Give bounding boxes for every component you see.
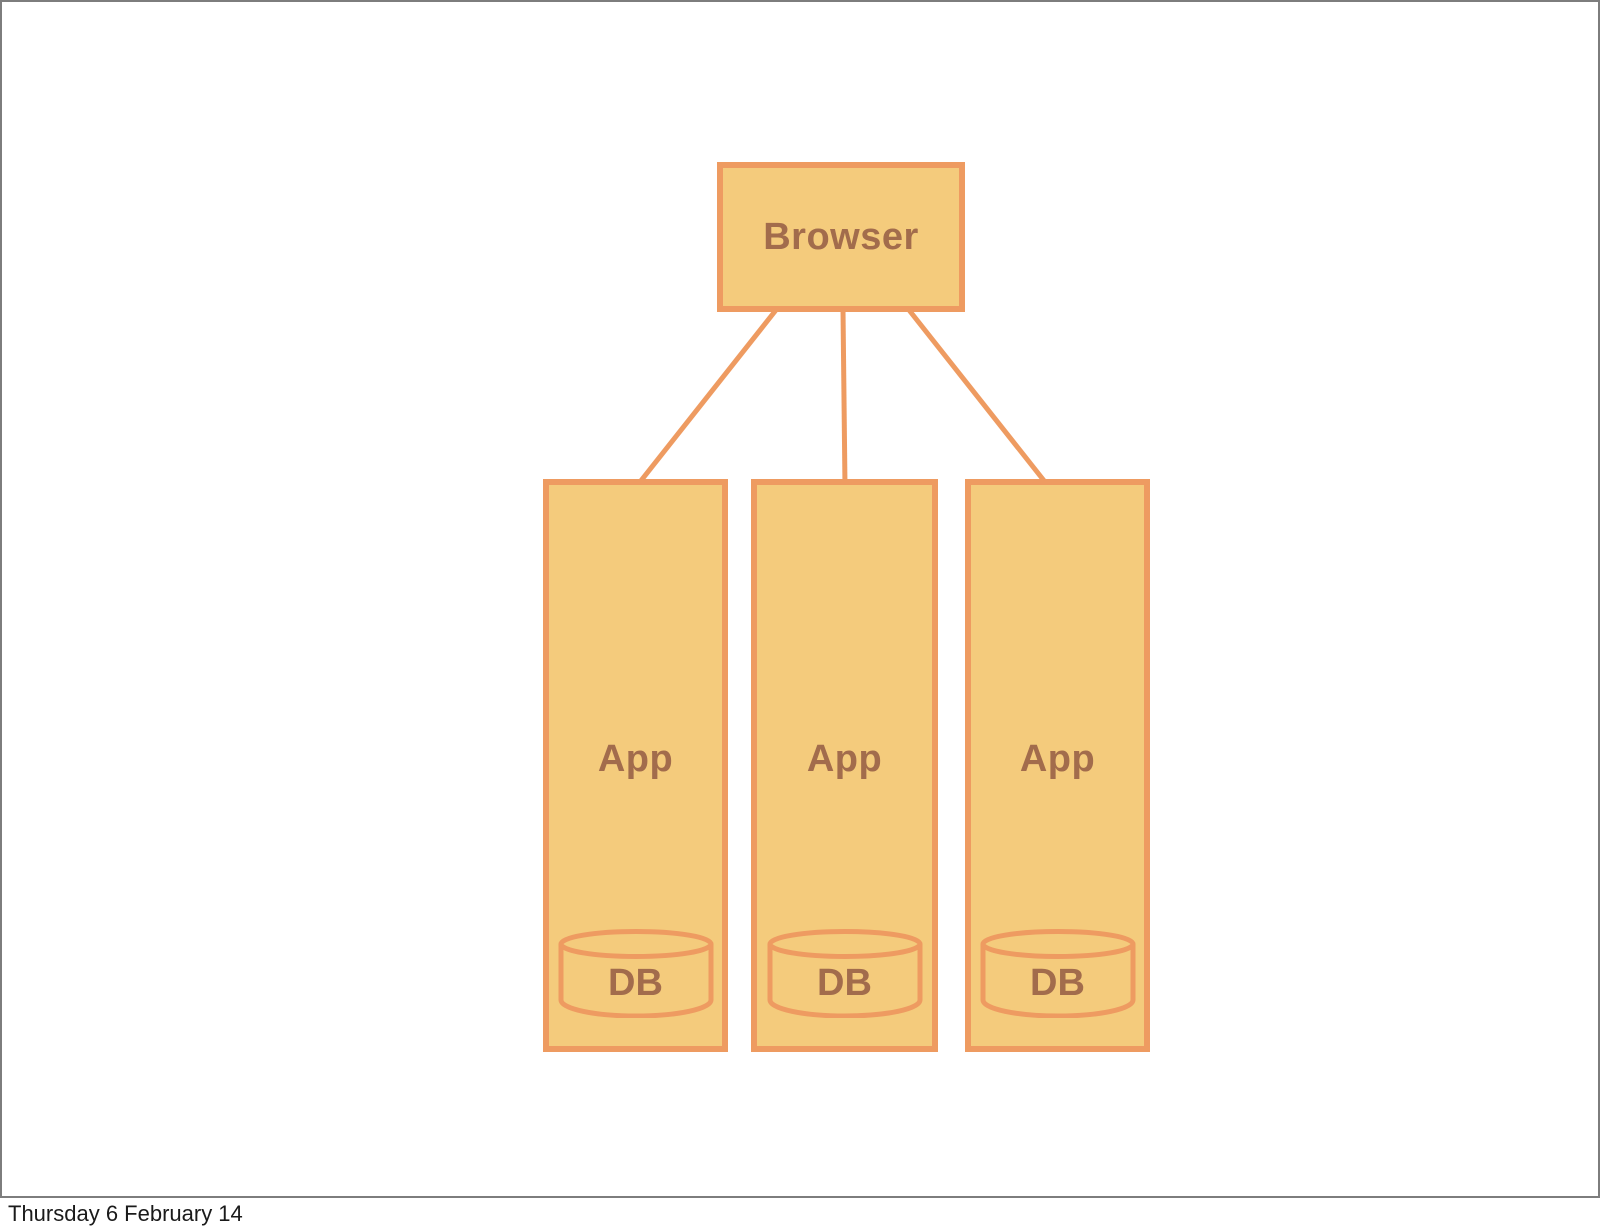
app-node-3-label: App <box>1019 738 1096 780</box>
database-cylinder-icon <box>767 929 922 1018</box>
database-cylinder-icon <box>558 929 713 1018</box>
db-node-2-label: DB <box>817 961 872 1004</box>
db-cylinder-2: DB <box>766 928 924 1018</box>
slide-date-footer: Thursday 6 February 14 <box>8 1201 243 1226</box>
db-cylinder-3: DB <box>979 928 1137 1018</box>
browser-node-label: Browser <box>763 215 919 258</box>
db-node-3-label: DB <box>1030 961 1085 1004</box>
browser-node: Browser <box>717 162 965 312</box>
app-node-2: App DB <box>751 479 938 1052</box>
app-node-2-label: App <box>806 738 883 780</box>
db-cylinder-1: DB <box>557 928 715 1018</box>
db-node-1-label: DB <box>608 961 663 1004</box>
app-node-1-label: App <box>597 738 674 780</box>
database-cylinder-icon <box>980 929 1135 1018</box>
app-node-3: App DB <box>965 479 1150 1052</box>
app-node-1: App DB <box>543 479 728 1052</box>
